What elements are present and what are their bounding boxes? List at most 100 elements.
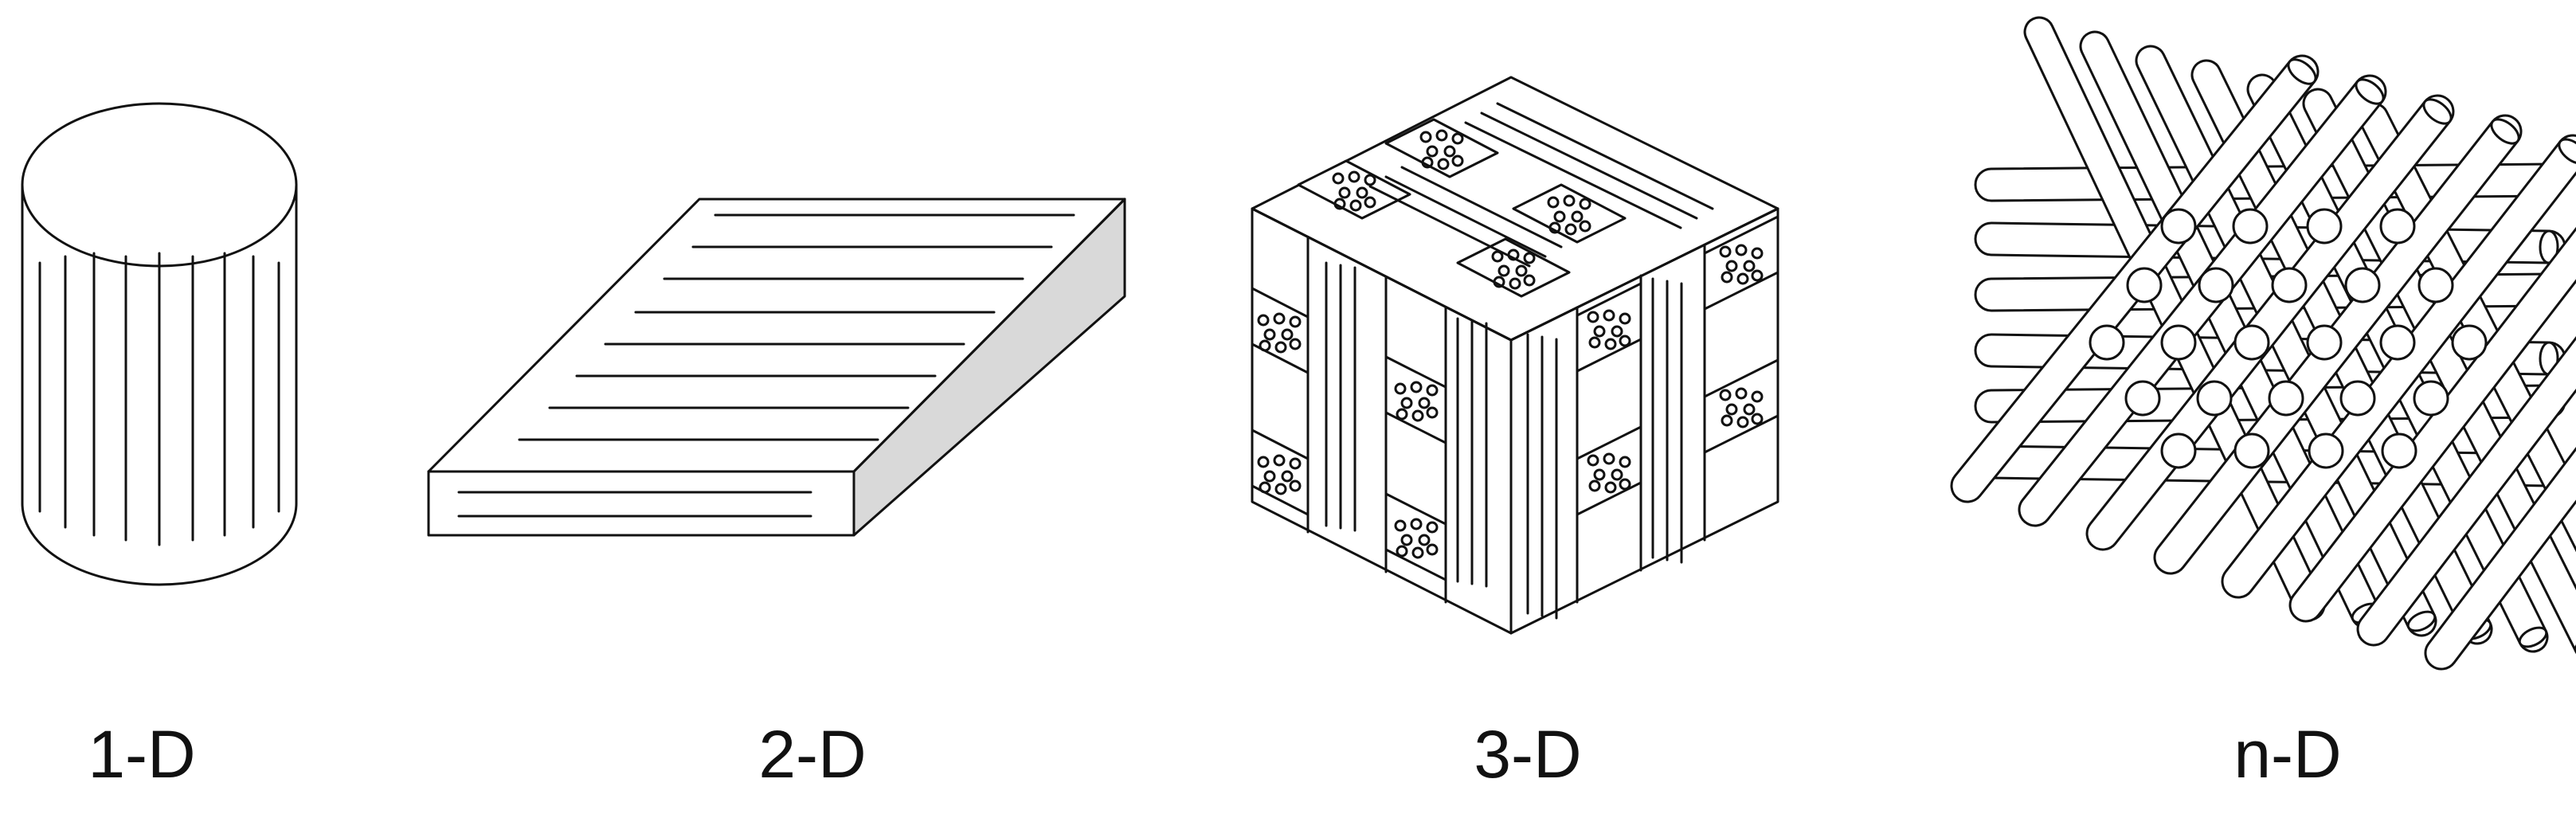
fiber-end-dot (1751, 269, 1764, 282)
fiber-end-dot (1497, 264, 1510, 277)
fiber-end-dot (1563, 194, 1576, 207)
rod-crossing-node (2379, 324, 2416, 361)
fiber-end-dot (1426, 384, 1439, 397)
left-band (1384, 355, 1447, 444)
rod-crossing-node (2232, 208, 2269, 245)
fiber-end-dot (1333, 198, 1346, 210)
fiber-end-dot (1603, 309, 1615, 322)
fiber-end-dot (1289, 338, 1302, 350)
fiber-end-dot (1725, 403, 1738, 416)
up-diagonal-rod (2288, 226, 2576, 623)
up-diagonal-rod (2221, 134, 2576, 599)
up-diagonal-rod (2356, 335, 2576, 647)
fiber-end-dot (1349, 199, 1362, 212)
fiber-end-dot (1281, 470, 1294, 483)
fiber-end-dot (1721, 414, 1733, 427)
rod-crossing-node (2308, 432, 2344, 469)
top-fiber-line (1480, 112, 1698, 220)
fiber-end-dot (1259, 339, 1271, 352)
fiber-end-dot (1394, 382, 1407, 395)
multidirectional-rod-bundle-icon (1950, 16, 2576, 671)
rod-crossing-node (2271, 267, 2308, 303)
fiber-end-dot (1281, 328, 1294, 341)
fiber-end-dot (1410, 518, 1423, 530)
fiber-end-dot (1257, 314, 1270, 327)
panel-1d-label: 1-D (88, 717, 196, 792)
rod-crossing-node (2381, 432, 2417, 469)
right-band (1703, 358, 1779, 454)
fiber-end-dot (1719, 245, 1732, 258)
fiber-end-dot (1587, 454, 1599, 467)
fiber-end-dot (1418, 534, 1431, 546)
up-diagonal-rod (2018, 74, 2387, 527)
fiber-end-dot (1735, 244, 1748, 256)
fiber-end-dot (1418, 397, 1431, 409)
fiber-end-dot (1743, 403, 1756, 416)
fiber-end-dot (1274, 341, 1287, 354)
fiber-end-dot (1735, 387, 1748, 400)
fiber-end-dot (1725, 260, 1738, 272)
rod-crossing-node (2413, 380, 2449, 417)
fiber-end-dot (1611, 325, 1623, 338)
top-fiber-line (1464, 121, 1682, 229)
fiber-end-dot (1548, 221, 1561, 234)
rod-crossing-node (2160, 432, 2197, 469)
rod-crossing-node (2417, 267, 2454, 303)
up-diagonal-rod (2424, 447, 2576, 671)
fiber-end-dot (1356, 186, 1368, 199)
left-band (1251, 429, 1310, 516)
fiber-end-dot (1400, 397, 1413, 409)
rod-crossing-node (2268, 380, 2304, 417)
fiber-end-dot (1587, 311, 1599, 323)
fiber-end-dot (1443, 145, 1456, 158)
rod-crossing-node (2306, 324, 2343, 361)
cylinder-with-axial-fibers-icon (21, 102, 298, 586)
block-with-orthogonal-weave-icon (1251, 76, 1779, 635)
fiber-end-dot (1259, 481, 1271, 494)
fiber-end-dot (1515, 264, 1528, 277)
rod-crossing-node (2451, 324, 2488, 361)
top-band (1384, 118, 1499, 178)
fiber-end-dot (1421, 156, 1434, 169)
rod-crossing-node (2124, 380, 2161, 417)
fiber-end-dot (1751, 390, 1764, 403)
fiber-end-dot (1564, 223, 1577, 236)
fiber-end-dot (1619, 478, 1631, 491)
fiber-end-dot (1451, 155, 1464, 167)
panel-3d-label: 3-D (1474, 717, 1582, 792)
rod-crossing-node (2233, 324, 2270, 361)
fiber-end-dot (1523, 274, 1536, 287)
fiber-end-dot (1523, 252, 1536, 264)
fiber-end-dot (1273, 312, 1286, 325)
fiber-end-dot (1743, 260, 1756, 272)
fiber-end-dot (1493, 276, 1505, 288)
fiber-end-dot (1604, 481, 1617, 494)
fiber-end-dot (1263, 328, 1276, 341)
fiber-end-dot (1400, 534, 1413, 546)
rod-crossing-node (2344, 267, 2381, 303)
fiber-end-dot (1736, 416, 1749, 429)
fiber-end-dot (1619, 335, 1631, 347)
fiber-end-dot (1394, 519, 1407, 532)
fiber-end-dot (1435, 129, 1448, 142)
rod-crossing-node (2379, 208, 2416, 245)
fiber-end-dot (1571, 210, 1584, 223)
fiber-end-dot (1451, 132, 1464, 145)
fiber-end-dot (1273, 454, 1286, 467)
left-band (1251, 287, 1310, 374)
fiber-end-dot (1593, 325, 1606, 338)
fiber-end-dot (1411, 409, 1424, 422)
top-fiber-line (1384, 175, 1547, 258)
rod-crossing-node (2196, 380, 2233, 417)
fiber-end-dot (1719, 389, 1732, 401)
rod-crossing-node (2198, 267, 2234, 303)
fiber-end-dot (1426, 145, 1439, 158)
left-band (1384, 492, 1447, 581)
plate-with-layered-fibers-icon (427, 198, 1126, 537)
fiber-end-dot (1751, 247, 1764, 260)
fiber-end-dot (1426, 521, 1439, 534)
fiber-end-dot (1751, 413, 1764, 425)
top-fiber-line (1496, 102, 1714, 210)
fiber-end-dot (1426, 406, 1439, 419)
